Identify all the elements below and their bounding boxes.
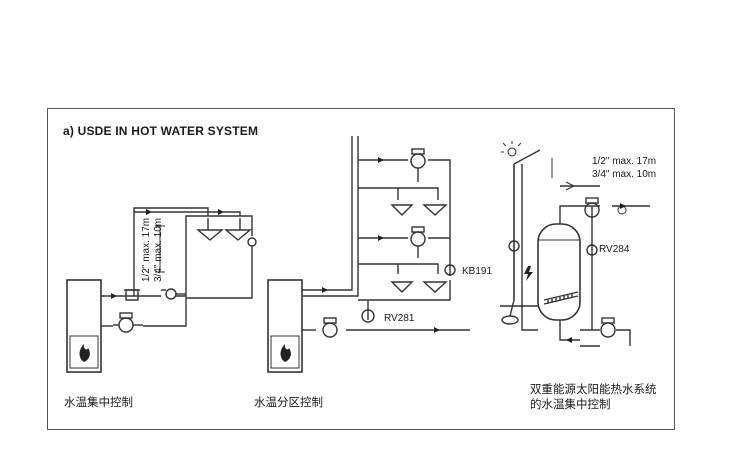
pipe-spec-threequarter-3: 3/4" max. 10m bbox=[592, 169, 657, 180]
pipe-spec-threequarter-1: 3/4" max. 10m bbox=[153, 217, 164, 282]
diagram-frame bbox=[47, 108, 675, 430]
check-valve-1 bbox=[124, 289, 140, 301]
basin-2a bbox=[390, 204, 414, 216]
valve-1 bbox=[247, 237, 257, 247]
boiler-2 bbox=[267, 279, 303, 373]
pipe-spec-half-1: 1/2" max. 17m bbox=[141, 217, 152, 282]
basin-2d bbox=[422, 281, 448, 293]
caption-system2: 水温分区控制 bbox=[254, 397, 323, 409]
caption-system1: 水温集中控制 bbox=[64, 397, 133, 409]
basin-2b bbox=[422, 204, 448, 216]
system2-diagram bbox=[267, 136, 470, 373]
mixing-valve-1 bbox=[113, 312, 143, 333]
kb191-valve bbox=[444, 264, 456, 276]
mixing-valve-2 bbox=[322, 317, 338, 338]
mixing-valve-3b bbox=[600, 317, 616, 338]
lightning-icon bbox=[524, 266, 533, 281]
system1-diagram bbox=[66, 207, 257, 373]
zone-valve-lower bbox=[410, 226, 426, 258]
rv284-valve bbox=[586, 244, 598, 256]
basin-1b bbox=[224, 218, 252, 241]
flow-arrows bbox=[111, 157, 626, 343]
sun-icon bbox=[501, 141, 522, 157]
diagram-heading: a) USDE IN HOT WATER SYSTEM bbox=[63, 124, 259, 138]
pump-1 bbox=[165, 288, 186, 300]
caption-system3: 双重能源太阳能热水系统 的水温集中控制 bbox=[530, 383, 657, 413]
caption-system3-line1: 双重能源太阳能热水系统 bbox=[530, 384, 657, 396]
rv281-label: RV281 bbox=[384, 313, 415, 324]
pipe-spec-half-3: 1/2" max. 17m bbox=[592, 156, 657, 167]
kb191-label: KB191 bbox=[462, 266, 493, 277]
basin-2c bbox=[390, 281, 414, 293]
flame-icon bbox=[79, 344, 90, 362]
rv284-label: RV284 bbox=[599, 244, 630, 255]
caption-system3-line2: 的水温集中控制 bbox=[530, 399, 611, 411]
solar-tank bbox=[537, 223, 581, 321]
basin-1a bbox=[196, 218, 224, 241]
rv281-valve bbox=[361, 309, 375, 323]
system3-diagram bbox=[500, 149, 650, 347]
zone-valve-upper bbox=[410, 148, 426, 182]
mixing-valve-3 bbox=[584, 197, 600, 218]
flame-icon-2 bbox=[280, 344, 291, 362]
